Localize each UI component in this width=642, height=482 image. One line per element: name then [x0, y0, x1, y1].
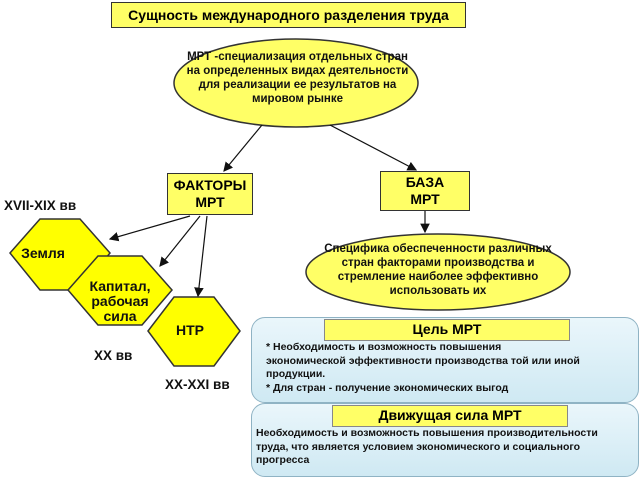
mrt-definition-ellipse	[173, 38, 419, 128]
driving-force-panel: Движущая сила МРТ Необходимость и возмож…	[251, 403, 639, 477]
factors-label-line2: МРТ	[195, 194, 225, 210]
arrow-def-to-factors	[223, 124, 263, 172]
arrow-def-to-base	[329, 124, 418, 171]
arrow-factors-to-earth	[108, 215, 191, 242]
hex-capital-label: Капитал, рабочая сила	[78, 279, 162, 324]
goal-item1-line2: экономической эффективности производства…	[266, 354, 580, 367]
hex-capital-line2: рабочая	[91, 293, 149, 309]
hex-ntr-label: НТР	[176, 322, 204, 338]
era-label-17-19: XVII-XIX вв	[4, 198, 77, 213]
hex-earth-label: Земля	[21, 245, 65, 261]
era-label-20: XX вв	[94, 348, 133, 363]
mrt-definition-text: МРТ -специализация отдельных стран на оп…	[186, 51, 409, 105]
hex-ntr	[147, 296, 241, 367]
driving-force-line2: труда, что является условием экономическ…	[256, 440, 581, 453]
hex-capital-line1: Капитал,	[89, 278, 151, 294]
factors-label-line1: ФАКТОРЫ	[173, 177, 247, 193]
hex-capital	[67, 255, 173, 326]
era-label-20-21: XX-XXI вв	[165, 377, 230, 392]
goal-body: * Необходимость и возможность повышения …	[266, 341, 632, 395]
driving-force-heading: Движущая сила МРТ	[332, 405, 568, 427]
goal-heading: Цель МРТ	[324, 319, 570, 341]
driving-force-line1: Необходимость и возможность повышения пр…	[256, 427, 598, 439]
driving-force-line3: прогресса	[256, 454, 310, 466]
goal-item1-line1: * Необходимость и возможность повышения	[266, 341, 502, 353]
base-label-line1: БАЗА	[405, 174, 445, 190]
page-title: Сущность международного разделения труда	[111, 2, 466, 28]
arrow-factors-to-capital	[159, 215, 201, 267]
arrow-factors-to-ntr	[194, 215, 208, 298]
driving-force-body: Необходимость и возможность повышения пр…	[256, 427, 632, 468]
base-label-line2: МРТ	[410, 191, 440, 207]
specifics-ellipse	[305, 233, 571, 311]
goal-item2: * Для стран - получение экономических вы…	[266, 381, 509, 394]
specifics-text: Специфика обеспеченности различных стран…	[324, 243, 552, 297]
goal-item1-line3: продукции.	[266, 368, 326, 380]
hex-capital-line3: сила	[103, 308, 137, 324]
factors-box: ФАКТОРЫ МРТ	[167, 173, 253, 215]
goal-panel: Цель МРТ * Необходимость и возможность п…	[251, 317, 639, 403]
base-box: БАЗА МРТ	[380, 171, 470, 211]
